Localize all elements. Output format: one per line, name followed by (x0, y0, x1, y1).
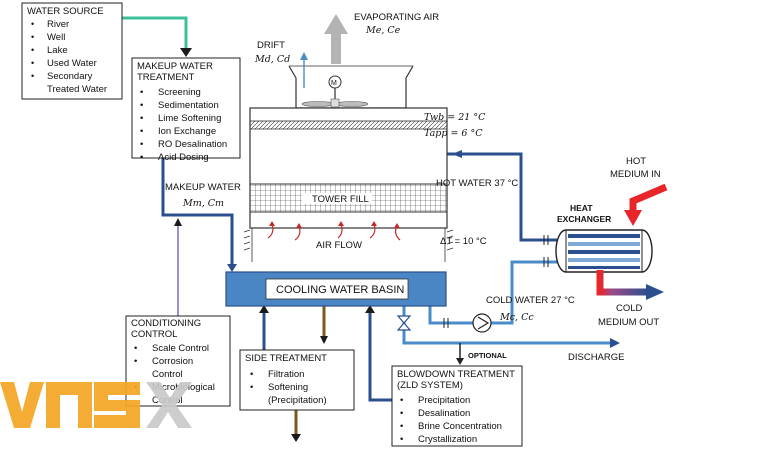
svg-text:MAKEUP WATER: MAKEUP WATER (137, 61, 213, 72)
basin-label: COOLING WATER BASIN (276, 284, 404, 296)
hot-medium-label-1: HOT (626, 156, 646, 167)
svg-text:RO Desalination: RO Desalination (158, 139, 227, 150)
svg-text:Acid Dosing: Acid Dosing (158, 152, 209, 163)
optional-label: OPTIONAL (468, 351, 507, 360)
heat-exchanger-label-1: HEAT (570, 203, 593, 213)
tapp-label: Tapp = 6 °C (424, 128, 483, 139)
svg-text:•: • (250, 369, 253, 380)
svg-text:•: • (400, 421, 403, 432)
svg-text:River: River (47, 19, 69, 30)
svg-text:•: • (134, 356, 137, 367)
air-flow-label: AIR FLOW (316, 240, 362, 251)
heat-exchanger-label-2: EXCHANGER (557, 214, 611, 224)
svg-text:•: • (31, 32, 34, 42)
tower-legs (243, 228, 454, 262)
drift-arrow (300, 52, 308, 88)
watermark-logo (0, 382, 192, 428)
svg-text:Filtration: Filtration (268, 369, 304, 380)
svg-text:Screening: Screening (158, 87, 201, 98)
cold-water-vars: Mc, Cc (499, 312, 534, 323)
svg-text:Lake: Lake (47, 45, 68, 56)
makeup-water-label: MAKEUP WATER (165, 182, 241, 193)
hot-medium-label-2: MEDIUM IN (610, 169, 661, 180)
svg-text:BLOWDOWN TREATMENT: BLOWDOWN TREATMENT (397, 369, 515, 380)
svg-text:Ion Exchange: Ion Exchange (158, 126, 216, 137)
water-source-title: WATER SOURCE (27, 6, 104, 17)
svg-text:•: • (31, 58, 34, 68)
svg-text:Crystallization: Crystallization (418, 434, 477, 445)
tower-fill-label: TOWER FILL (312, 194, 369, 205)
svg-text:Used Water: Used Water (47, 58, 97, 69)
svg-text:•: • (400, 408, 403, 419)
svg-text:Brine Concentration: Brine Concentration (418, 421, 502, 432)
cold-water-label: COLD WATER 27 °C (486, 295, 575, 306)
svg-text:•: • (31, 45, 34, 55)
cold-medium-label-2: MEDIUM OUT (598, 317, 659, 328)
svg-text:SIDE TREATMENT: SIDE TREATMENT (245, 353, 327, 364)
drift-label: DRIFT (257, 40, 285, 51)
svg-text:Secondary: Secondary (47, 71, 93, 82)
drift-vars: Md, Cd (254, 54, 290, 65)
evaporating-air-vars: Me, Ce (365, 25, 401, 36)
svg-text:Well: Well (47, 32, 65, 43)
heat-exchanger (555, 229, 653, 273)
valve-icon (396, 315, 412, 331)
svg-text:Desalination: Desalination (418, 408, 470, 419)
svg-text:Softening: Softening (268, 382, 308, 393)
svg-text:Treated Water: Treated Water (47, 84, 107, 95)
water-source-box: WATER SOURCE • River • Well • Lake • Used Wa… (21, 2, 123, 100)
cold-medium-label-1: COLD (616, 303, 643, 314)
blowdown-pipe (368, 310, 392, 402)
svg-text:•: • (400, 434, 403, 445)
svg-text:Control: Control (152, 369, 183, 380)
blowdown-treatment-box: BLOWDOWN TREATMENT (ZLD SYSTEM) • Precipi… (391, 365, 523, 447)
svg-text:(ZLD SYSTEM): (ZLD SYSTEM) (397, 380, 463, 391)
cold-water-pipe (428, 260, 557, 325)
svg-text:•: • (140, 87, 143, 98)
svg-text:CONTROL: CONTROL (131, 329, 177, 340)
delta-t-label: ΔT = 10 °C (440, 236, 487, 247)
hot-medium-arrow (629, 183, 668, 212)
makeup-treatment-box: MAKEUP WATER TREATMENT • Screening • Sedim… (131, 57, 241, 163)
pump-icon (472, 313, 492, 333)
twb-label: Twb = 21 °C (424, 112, 486, 123)
motor-label: M (331, 80, 337, 87)
air-flow-arrows (267, 221, 401, 241)
svg-text:•: • (31, 19, 34, 29)
svg-text:•: • (140, 139, 143, 150)
motor-icon (328, 75, 342, 89)
svg-text:TREATMENT: TREATMENT (137, 72, 195, 83)
svg-text:Sedimentation: Sedimentation (158, 100, 219, 111)
svg-text:•: • (134, 343, 137, 354)
svg-text:(Precipitation): (Precipitation) (268, 395, 327, 406)
svg-text:CONDITIONING: CONDITIONING (131, 318, 201, 329)
svg-text:Scale Control: Scale Control (152, 343, 209, 354)
hot-water-label: HOT WATER 37 °C (436, 178, 518, 189)
svg-text:Corrosion: Corrosion (152, 356, 193, 367)
discharge-label: DISCHARGE (568, 352, 624, 363)
fan-icon (301, 98, 369, 108)
svg-text:•: • (31, 71, 34, 81)
svg-text:Lime Softening: Lime Softening (158, 113, 221, 124)
evaporating-air-label: EVAPORATING AIR (354, 12, 439, 23)
svg-text:•: • (400, 395, 403, 406)
source-pipe (121, 16, 188, 50)
side-treatment-box: SIDE TREATMENT • Filtration • Softening (P… (239, 349, 355, 411)
makeup-pipe (161, 157, 234, 268)
svg-text:•: • (140, 100, 143, 111)
svg-text:Precipitation: Precipitation (418, 395, 470, 406)
evaporating-air-arrow (324, 14, 348, 64)
cold-medium-arrow (596, 270, 664, 300)
svg-text:•: • (140, 126, 143, 137)
makeup-water-vars: Mm, Cm (182, 198, 224, 209)
svg-text:•: • (250, 382, 253, 393)
svg-text:•: • (140, 113, 143, 124)
svg-text:•: • (140, 152, 143, 163)
